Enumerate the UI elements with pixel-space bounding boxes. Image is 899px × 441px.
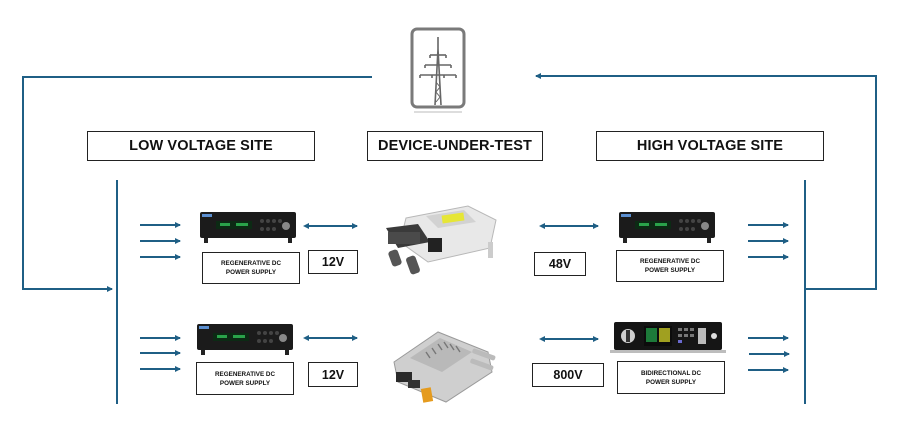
low-supply-label-line1: REGENERATIVE DC bbox=[220, 260, 282, 267]
low-supply-label-line2: POWER SUPPLY bbox=[219, 379, 271, 387]
dc-power-supply-icon bbox=[195, 323, 295, 357]
bidirectional-power-supply-icon bbox=[608, 320, 728, 356]
high-supply-label-line2: POWER SUPPLY bbox=[645, 378, 697, 386]
high-supply-label-line2: POWER SUPPLY bbox=[644, 267, 696, 274]
grid-to-low-bus-line bbox=[22, 76, 372, 292]
high-bus-to-grid-line bbox=[535, 73, 877, 290]
high-supply-label: BIDIRECTIONAL DC POWER SUPPLY bbox=[617, 361, 725, 394]
low-supply-label-line1: REGENERATIVE DC bbox=[214, 370, 276, 378]
dc-power-supply-icon bbox=[198, 211, 298, 245]
hv-converter-icon bbox=[380, 322, 500, 408]
high-supply-label: REGENERATIVE DC POWER SUPPLY bbox=[616, 250, 724, 282]
high-supply-label-line1: BIDIRECTIONAL DC bbox=[640, 369, 702, 377]
dc-power-supply-icon bbox=[617, 211, 717, 245]
device-under-test-header: DEVICE-UNDER-TEST bbox=[367, 131, 543, 161]
high-voltage-value: 800V bbox=[532, 363, 604, 387]
low-voltage-site-header: LOW VOLTAGE SITE bbox=[87, 131, 315, 161]
power-pylon-icon bbox=[410, 27, 466, 113]
low-voltage-value: 12V bbox=[308, 250, 358, 274]
low-voltage-value: 12V bbox=[308, 362, 358, 387]
low-supply-label-line2: POWER SUPPLY bbox=[225, 269, 277, 276]
high-supply-label-line1: REGENERATIVE DC bbox=[639, 258, 701, 265]
dcdc-converter-icon bbox=[378, 198, 498, 282]
high-voltage-value: 48V bbox=[534, 252, 586, 276]
low-supply-label: REGENERATIVE DC POWER SUPPLY bbox=[202, 252, 300, 284]
low-supply-label: REGENERATIVE DC POWER SUPPLY bbox=[196, 362, 294, 395]
high-voltage-site-header: HIGH VOLTAGE SITE bbox=[596, 131, 824, 161]
